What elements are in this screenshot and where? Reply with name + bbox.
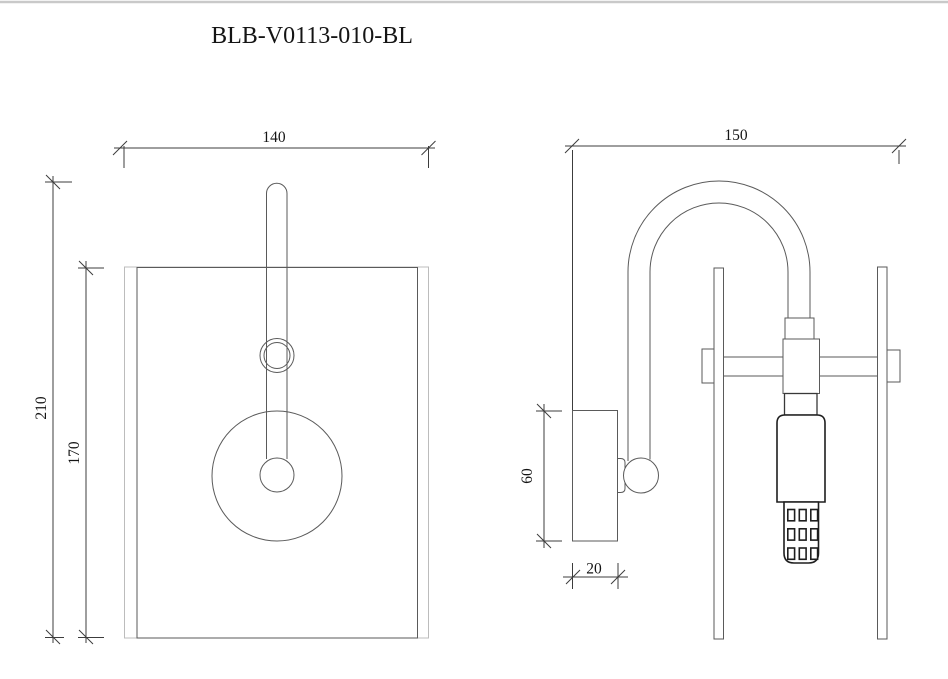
led-cell <box>809 527 819 541</box>
canopy-disc <box>211 410 343 542</box>
front-view: 140 210 170 <box>33 129 436 645</box>
panel-edge-back <box>877 266 888 640</box>
led-cell <box>798 508 807 522</box>
dim-value: 210 <box>33 396 50 420</box>
ball-joint-bracket <box>617 458 626 493</box>
panel-outer-outline <box>124 266 429 639</box>
front-width-dimension: 140 <box>112 129 436 168</box>
gooseneck-arm-inner <box>649 202 789 460</box>
led-cell <box>798 527 807 541</box>
led-cell <box>809 547 819 561</box>
front-panel-height-dimension: 170 <box>66 260 104 645</box>
lamp-socket <box>776 414 826 503</box>
crossbar-left-segment <box>723 356 784 377</box>
led-bulb-grid <box>786 508 819 561</box>
panel-edge-front <box>713 267 724 640</box>
crossbar-right-segment <box>819 356 878 377</box>
dim-tick <box>891 138 907 154</box>
side-backplate-height-dimension: 60 <box>519 403 562 549</box>
wall-backplate <box>572 410 618 542</box>
dim-value: 20 <box>586 561 602 578</box>
dim-tick <box>564 138 580 154</box>
crossbar-end-cap-left <box>701 348 715 384</box>
canopy-hub <box>259 457 295 493</box>
side-backplate-depth-dimension: 20 <box>563 561 628 589</box>
holder-collar <box>783 392 818 416</box>
led-cell <box>786 508 796 522</box>
front-overall-height-dimension: 210 <box>33 174 72 645</box>
holder-body <box>782 338 820 394</box>
ball-joint <box>623 457 659 494</box>
dim-value: 150 <box>724 127 748 144</box>
panel-front-outline <box>136 267 418 639</box>
side-depth-dimension: 150 <box>564 127 907 410</box>
led-cell <box>786 527 796 541</box>
drawing-title: BLB-V0113-010-BL <box>211 23 413 49</box>
hanging-rod <box>266 182 288 459</box>
dim-value: 170 <box>66 441 83 465</box>
dim-value: 140 <box>262 129 286 146</box>
rod-ring-inner <box>263 342 291 369</box>
tube-coupler <box>784 317 815 340</box>
gooseneck-arm-outer <box>627 180 811 461</box>
crossbar-end-cap-right <box>886 349 901 383</box>
led-cell <box>786 547 796 561</box>
side-view: 150 <box>519 127 907 640</box>
led-cell <box>798 547 807 561</box>
led-cell <box>809 508 819 522</box>
rod-ring-outer <box>259 338 295 373</box>
dim-tick <box>112 140 128 156</box>
dim-value: 60 <box>519 468 536 484</box>
